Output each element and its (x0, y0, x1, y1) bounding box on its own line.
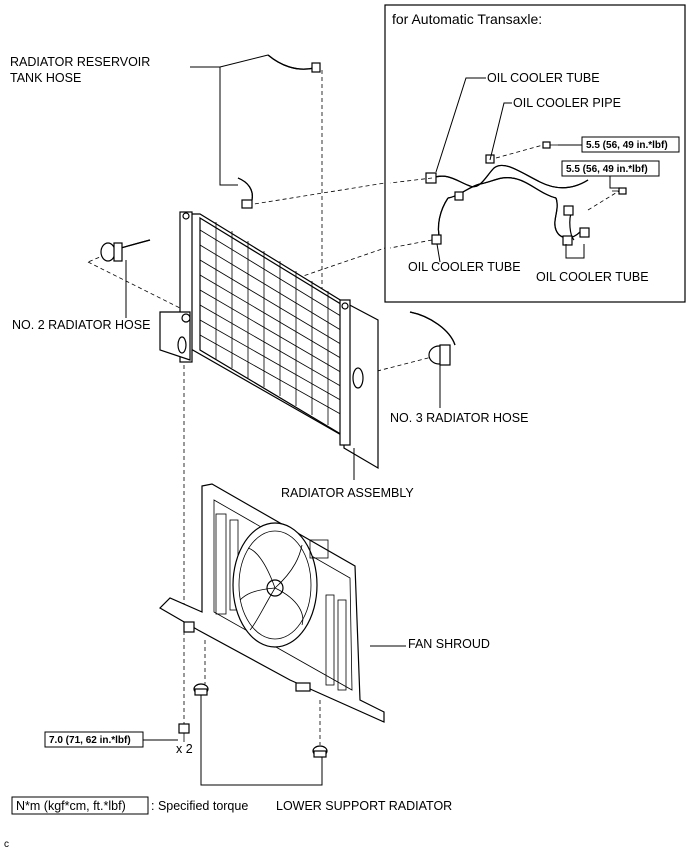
no2-radiator-hose (100, 239, 151, 262)
fan-shroud-label: FAN SHROUD (408, 637, 490, 651)
legend-box (11, 796, 149, 815)
grommet-icon (193, 683, 209, 696)
radiator-assembly-label: RADIATOR ASSEMBLY (281, 486, 414, 500)
no2-hose-label: NO. 2 RADIATOR HOSE (12, 318, 150, 332)
leader-oil-cooler-tube-top (435, 77, 486, 173)
oil-cooler-pipe-label: OIL COOLER PIPE (513, 96, 621, 110)
reservoir-tank-hose (237, 54, 321, 209)
reservoir-hose-label-line1: RADIATOR RESERVOIR (10, 55, 150, 69)
bolt-icon (178, 723, 190, 742)
inset-title: for Automatic Transaxle: (392, 11, 542, 27)
leader-oil-cooler-pipe (489, 102, 512, 161)
leader-oil-cooler-tube-right (565, 244, 585, 259)
automatic-transaxle-inset: for Automatic Transaxle: (384, 4, 686, 303)
no3-radiator-hose (409, 311, 456, 366)
oil-cooler-tube-right-label: OIL COOLER TUBE (536, 270, 649, 284)
radiator-assembly-drawing (159, 211, 379, 470)
leader-reservoir-hose (190, 66, 238, 186)
lower-support-label: LOWER SUPPORT RADIATOR (276, 799, 452, 813)
quantity-label: x 2 (176, 742, 193, 756)
oil-cooler-tube-left-label: OIL COOLER TUBE (408, 260, 521, 274)
leader-lower-support (200, 695, 323, 786)
no3-hose-label: NO. 3 RADIATOR HOSE (390, 411, 528, 425)
assembly-dashed-lines (87, 70, 433, 745)
torque-value-bottom: 7.0 (71, 62 in.*lbf) (49, 735, 131, 746)
grommet-icon (312, 745, 328, 758)
corner-mark: c (4, 839, 9, 850)
torque-value-1: 5.5 (56, 49 in.*lbf) (586, 140, 668, 151)
fan-shroud-drawing (159, 483, 385, 723)
leader-oil-cooler-tube-left (436, 243, 441, 263)
legend-unit: N*m (kgf*cm, ft.*lbf) (16, 799, 126, 813)
legend-description: : Specified torque (151, 799, 248, 813)
torque-value-2: 5.5 (56, 49 in.*lbf) (566, 164, 648, 175)
reservoir-hose-label-line2: TANK HOSE (10, 71, 81, 85)
bolt-icon (542, 141, 558, 149)
oil-cooler-tube-top-label: OIL COOLER TUBE (487, 71, 600, 85)
